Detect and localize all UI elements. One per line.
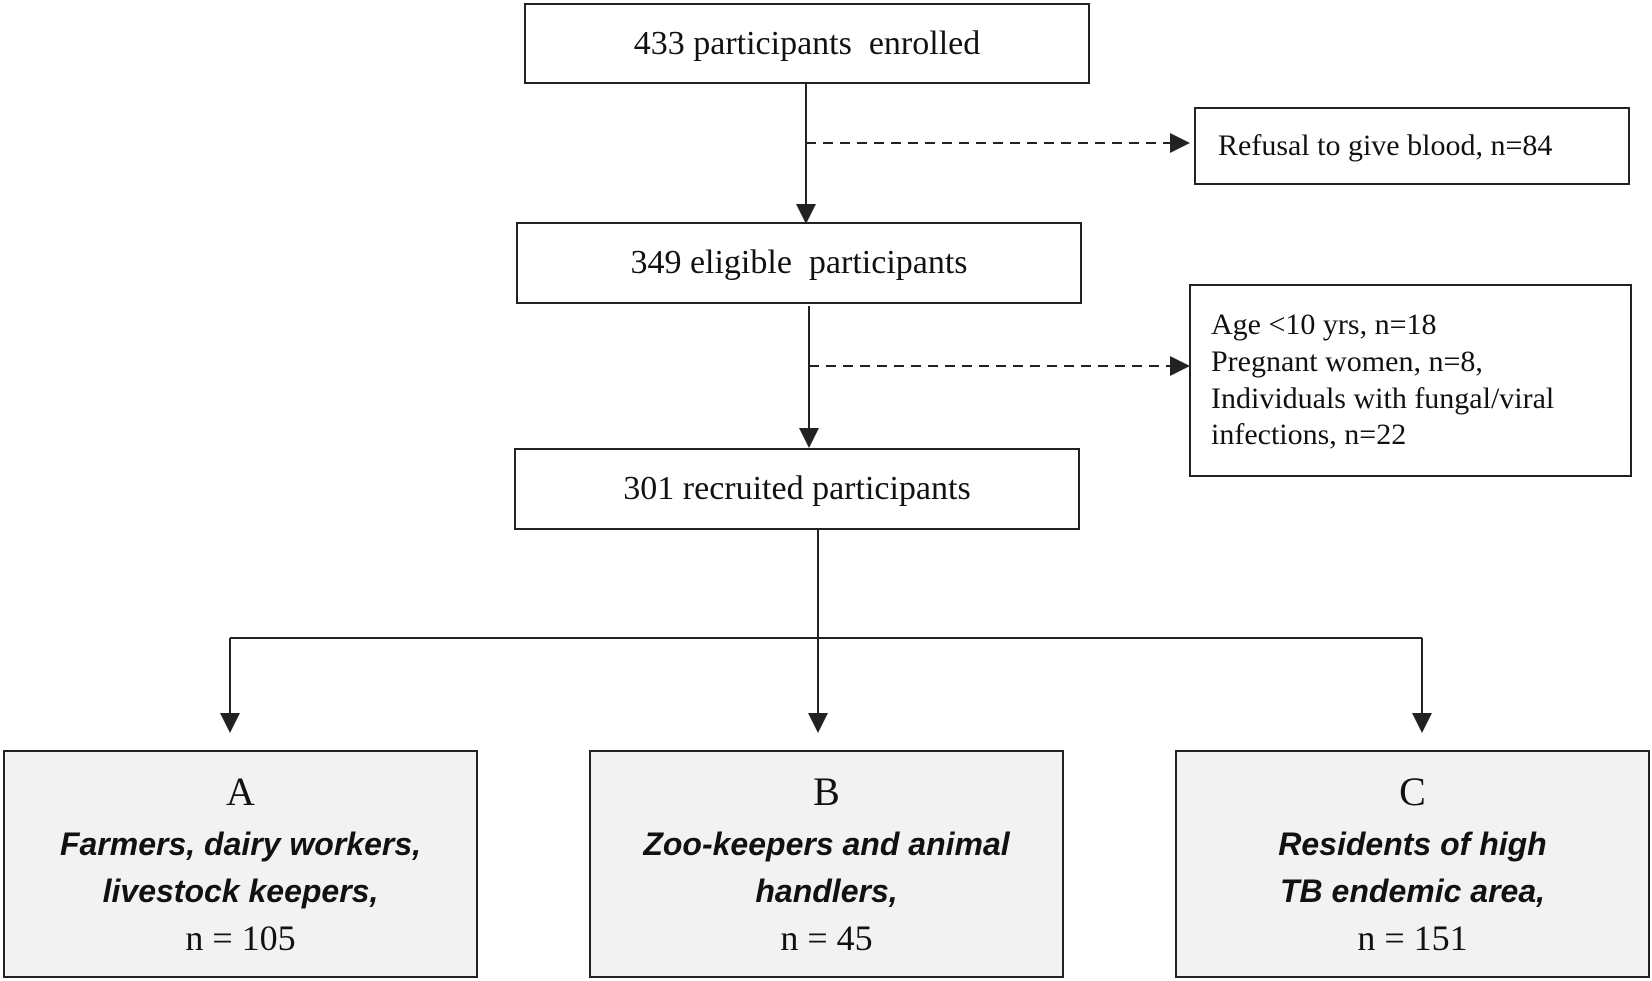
enrolled-box: 433 participants enrolled — [524, 3, 1090, 84]
eligible-box: 349 eligible participants — [516, 222, 1082, 304]
group-b-desc-line1: Zoo-keepers and animal — [643, 825, 1010, 862]
exclusion-age: Age <10 yrs, n=18 — [1211, 307, 1437, 341]
enrolled-text: 433 participants enrolled — [633, 24, 981, 62]
group-c-letter: C — [1399, 769, 1426, 814]
group-a-count: n = 105 — [185, 917, 296, 958]
group-c-count: n = 151 — [1357, 917, 1468, 958]
group-b-letter: B — [813, 769, 840, 814]
eligible-text: 349 eligible participants — [630, 244, 968, 282]
exclusion-box: Age <10 yrs, n=18 Pregnant women, n=8, I… — [1189, 284, 1632, 477]
exclusion-infections-line1: Individuals with fungal/viral — [1211, 381, 1555, 415]
group-b-count: n = 45 — [780, 917, 873, 958]
refusal-text: Refusal to give blood, n=84 — [1218, 128, 1553, 162]
exclusion-pregnant: Pregnant women, n=8, — [1211, 344, 1483, 378]
exclusion-infections-line2: infections, n=22 — [1211, 418, 1407, 452]
group-c-box: C Residents of high TB endemic area, n =… — [1175, 750, 1650, 978]
group-a-desc-line1: Farmers, dairy workers, — [59, 825, 422, 862]
group-c-desc-line1: Residents of high — [1278, 825, 1547, 862]
group-c-desc-line2: TB endemic area, — [1280, 873, 1545, 910]
group-a-letter: A — [226, 769, 255, 814]
group-b-desc-line2: handlers, — [755, 873, 898, 910]
recruited-box: 301 recruited participants — [514, 448, 1080, 530]
recruited-text: 301 recruited participants — [623, 470, 971, 508]
group-a-box: A Farmers, dairy workers, livestock keep… — [3, 750, 478, 978]
refusal-box: Refusal to give blood, n=84 — [1194, 107, 1630, 185]
group-b-box: B Zoo-keepers and animal handlers, n = 4… — [589, 750, 1064, 978]
group-a-desc-line2: livestock keepers, — [102, 873, 379, 910]
